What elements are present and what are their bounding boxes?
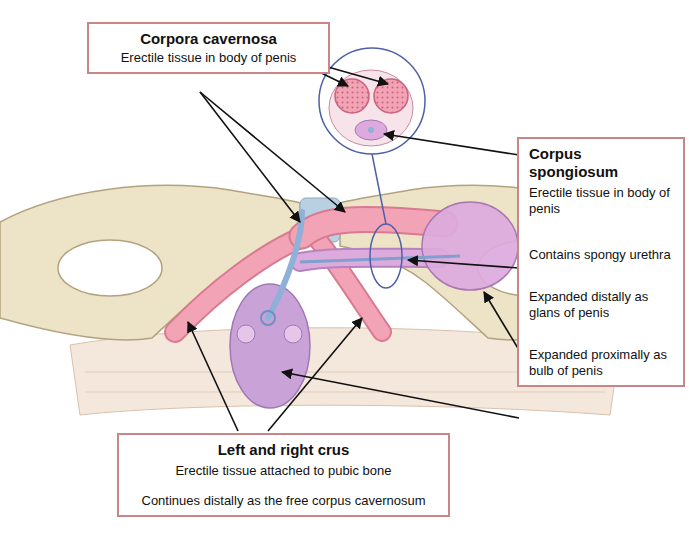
callout-heading: Corpora cavernosa [99, 30, 318, 48]
leader-line [200, 92, 345, 212]
leader-line [408, 260, 519, 268]
leader-line [384, 134, 519, 155]
leader-line [268, 318, 362, 431]
corpus-spongiosum-callout: Corpus spongiosumErectile tissue in body… [517, 137, 685, 387]
callout-text: Expanded distally as glans of penis [529, 289, 673, 321]
crus-callout: Left and right crusErectile tissue attac… [117, 433, 450, 517]
bulbourethral-gland [237, 325, 255, 343]
callout-text: Erectile tissue attached to pubic bone [129, 463, 438, 479]
callout-text: Contains spongy urethra [529, 247, 673, 263]
callout-text: Continues distally as the free corpus ca… [129, 493, 438, 509]
corpora-cavernosa-callout: Corpora cavernosaErectile tissue in body… [87, 22, 330, 74]
membrane-line [85, 392, 605, 393]
urethra-opening [261, 311, 275, 325]
callout-heading: Corpus spongiosum [529, 145, 673, 181]
leader-line [282, 372, 519, 418]
callout-heading: Left and right crus [129, 441, 438, 459]
callout-text: Expanded proximally as bulb of penis [529, 347, 673, 379]
callout-text: Erectile tissue in body of penis [99, 50, 318, 66]
corpora-cavernosa [175, 220, 445, 332]
leader-line [200, 92, 300, 222]
section-link [372, 154, 386, 224]
urethra [268, 212, 302, 318]
leader-line [484, 292, 519, 350]
bulb-of-penis [230, 284, 310, 408]
leader-lines [188, 48, 519, 431]
section-marker [370, 224, 402, 288]
spongy-urethra [300, 256, 460, 262]
leader-line [188, 322, 238, 431]
callout-text: Erectile tissue in body of penis [529, 185, 673, 217]
bulbourethral-gland [284, 325, 302, 343]
glans-of-penis [422, 202, 518, 290]
